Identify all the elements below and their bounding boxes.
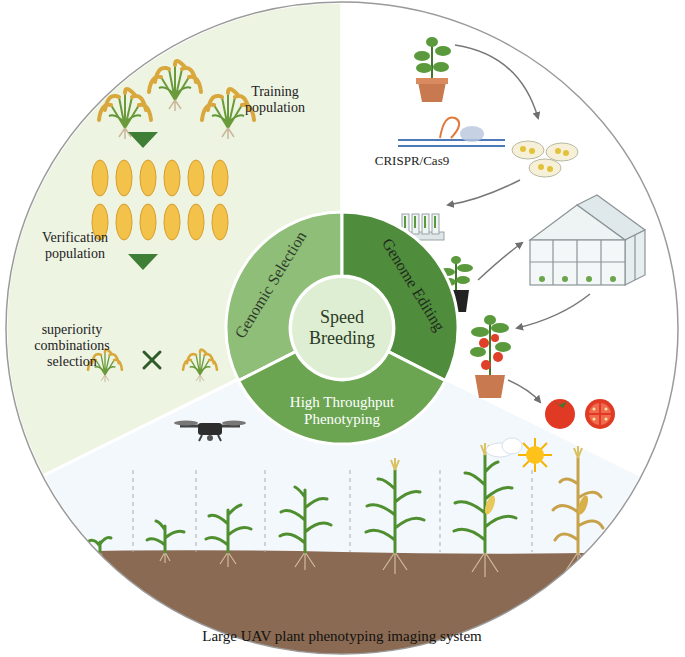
uav-drone <box>198 423 222 435</box>
petri-dish <box>538 164 544 170</box>
greenhouse <box>586 276 592 282</box>
tomato-seedling <box>416 78 448 84</box>
field-scene <box>0 550 685 657</box>
fruiting-tomato <box>471 327 489 337</box>
crispr-dna <box>460 126 484 142</box>
tomato-fruit <box>605 418 608 421</box>
outer-border <box>6 2 678 654</box>
fruiting-tomato <box>495 342 511 352</box>
greenhouse <box>539 276 545 282</box>
potted-plant <box>451 256 461 264</box>
greenhouse <box>539 276 616 282</box>
tomato-fruit <box>553 401 567 408</box>
grain-grid <box>92 160 108 196</box>
tomato-seedling <box>431 45 433 78</box>
fruiting-tomato <box>484 315 496 325</box>
tomato-seedling <box>435 46 451 56</box>
fruiting-tomato <box>481 360 491 370</box>
potted-plant <box>457 264 473 272</box>
uav-drone <box>174 421 198 426</box>
petri-dish <box>547 166 553 172</box>
plant-roots <box>220 552 236 567</box>
grain-grid <box>116 204 132 240</box>
fruiting-tomato <box>475 375 505 398</box>
tomato-fruit <box>589 403 611 425</box>
panel-text: superiority combinations selection <box>23 322 121 370</box>
grain-grid <box>140 160 156 196</box>
sun <box>518 438 552 472</box>
fruiting-tomato <box>493 352 503 362</box>
fruiting-tomato <box>479 338 489 348</box>
tomato-seedling <box>426 37 438 47</box>
tomato-fruit <box>593 408 608 421</box>
tomato-fruit <box>593 418 596 421</box>
panel-text: CRISPR/Cas9 <box>357 154 467 169</box>
tomato-seedling <box>414 51 430 61</box>
cloud <box>502 438 522 454</box>
grain-grid <box>164 160 180 196</box>
grain-grid <box>140 204 156 240</box>
petri-dish <box>563 150 569 156</box>
sector-fill <box>291 277 393 379</box>
greenhouse <box>610 276 616 282</box>
tomato-seedling <box>416 63 432 73</box>
tomato-fruit <box>593 408 596 411</box>
panel-text: Large UAV plant phenotyping imaging syst… <box>152 628 532 645</box>
plant-roots <box>160 552 170 563</box>
grain-grid <box>116 160 132 196</box>
greenhouse <box>562 276 568 282</box>
sun <box>518 438 552 472</box>
grain-grid <box>212 204 228 240</box>
petri-dish <box>546 143 578 161</box>
petri-dish <box>529 159 561 177</box>
uav-drone <box>222 421 246 426</box>
grain-grid <box>212 160 228 196</box>
petri-dish <box>529 148 535 154</box>
tomato-fruit <box>585 399 615 429</box>
fruiting-tomato <box>470 347 486 357</box>
panel-text: Training population <box>233 84 317 116</box>
potted-plant <box>455 262 457 290</box>
panel-text: Verification population <box>30 230 120 262</box>
greenhouse <box>530 235 635 285</box>
grain-grid <box>188 160 204 196</box>
uav-drone <box>207 435 213 441</box>
tomato-fruit <box>605 408 608 411</box>
grain-grid <box>164 204 180 240</box>
plant-roots <box>295 552 315 570</box>
tomato-seedling <box>418 82 446 102</box>
ring-label: High Throughput Phenotyping <box>282 394 402 429</box>
petri-dish <box>512 141 544 159</box>
fruiting-tomato <box>491 323 509 333</box>
hub-label: Speed Breeding <box>299 307 385 348</box>
grain-grid <box>188 204 204 240</box>
tomato-fruit <box>589 403 611 425</box>
plant-roots <box>383 552 407 574</box>
petri-dish <box>555 148 561 154</box>
plant-roots <box>97 552 591 577</box>
tomato-fruit <box>545 399 575 429</box>
potted-plant <box>456 276 470 284</box>
plant-roots <box>472 552 498 577</box>
petri-dish <box>520 146 526 152</box>
fruiting-tomato <box>491 334 499 342</box>
hub-circle: Speed Breeding <box>290 276 394 380</box>
tomato-seedling <box>433 62 449 72</box>
plant-roots <box>565 552 591 577</box>
sun <box>526 446 544 464</box>
